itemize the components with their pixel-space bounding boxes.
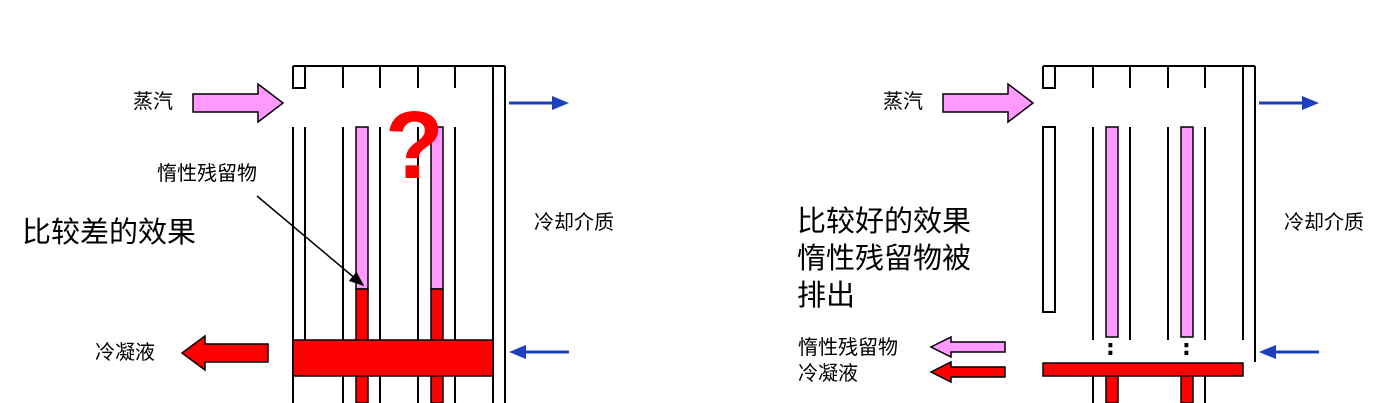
left-coolant-out-arrow bbox=[509, 96, 569, 110]
right-dots-2: : bbox=[1182, 336, 1191, 361]
right-coolant-in-arrow bbox=[1259, 345, 1319, 359]
right-dots-1: : bbox=[1106, 336, 1115, 361]
left-shell-outline bbox=[292, 66, 306, 89]
right-inert-out-arrow bbox=[929, 335, 1006, 359]
right-condenser bbox=[1042, 65, 1256, 403]
right-coolant-label: 冷却介质 bbox=[1284, 210, 1364, 234]
right-shell-lower-wall bbox=[1042, 126, 1056, 313]
left-inert-pointer-arrow bbox=[256, 195, 365, 286]
right-coolant-out-arrow bbox=[1259, 96, 1319, 110]
right-condensate-column-2 bbox=[1180, 375, 1194, 403]
left-inert-column-1 bbox=[355, 126, 369, 290]
left-inert-label: 惰性残留物 bbox=[157, 161, 257, 185]
left-condensate-pool bbox=[292, 339, 494, 377]
left-result-label: 比较差的效果 bbox=[22, 215, 197, 249]
left-steam-arrow bbox=[192, 82, 285, 124]
left-steam-label: 蒸汽 bbox=[133, 89, 173, 113]
right-result-label: 比较好的效果 惰性残留物被 排出 bbox=[797, 204, 972, 313]
right-steam-label: 蒸汽 bbox=[883, 89, 923, 113]
right-condensate-header bbox=[1042, 362, 1244, 377]
left-coolant-in-arrow bbox=[509, 345, 569, 359]
right-inert-label: 惰性残留物 bbox=[798, 335, 898, 359]
right-condensate-label: 冷凝液 bbox=[798, 361, 858, 385]
right-condensate-column-1 bbox=[1105, 375, 1119, 403]
right-steam-arrow bbox=[942, 82, 1035, 124]
right-condensate-out-arrow bbox=[929, 360, 1006, 384]
right-inert-column-2 bbox=[1180, 126, 1194, 338]
question-mark: ? bbox=[385, 92, 444, 199]
right-shell-top-stub bbox=[1042, 66, 1056, 89]
left-condenser bbox=[292, 65, 506, 403]
left-condensate-label: 冷凝液 bbox=[95, 340, 155, 364]
left-coolant-label: 冷却介质 bbox=[534, 210, 614, 234]
left-condensate-arrow bbox=[180, 334, 269, 372]
right-inert-column-1 bbox=[1105, 126, 1119, 338]
